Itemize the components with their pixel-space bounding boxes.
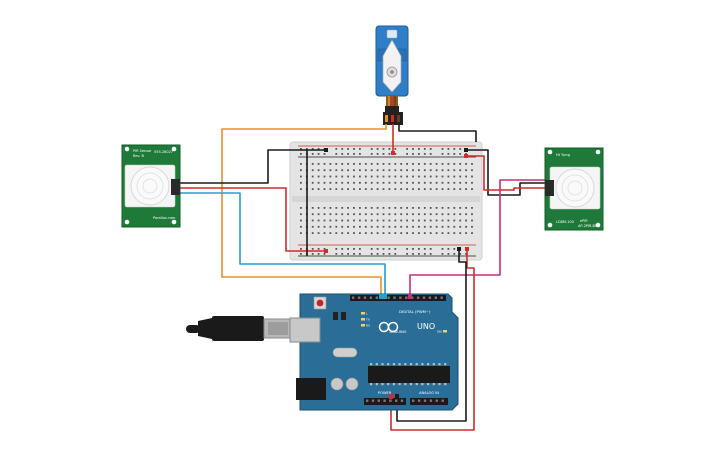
pir-sensor-left[interactable]: PIR Sensor Rev. B 555-28027 Parallax.com: [121, 144, 181, 228]
wire-pir-left-signal[interactable]: [180, 192, 386, 297]
digital-header: [350, 295, 446, 301]
led-rx-label: RX: [366, 324, 370, 328]
servo-horn: [382, 39, 402, 93]
pir-right-label-1: Ht Ypng: [556, 153, 570, 157]
wire-pir-left-power[interactable]: [180, 187, 326, 252]
chip-legs: [370, 363, 447, 386]
wires[interactable]: [180, 124, 545, 431]
analog-header: [410, 398, 448, 405]
wire-servo-ground[interactable]: [398, 124, 477, 142]
servo-motor[interactable]: [375, 25, 409, 114]
wire-pir-right-signal[interactable]: [409, 179, 545, 297]
led-on-label: ON: [437, 330, 442, 334]
pir-left-label-2: Rev. B: [133, 154, 144, 158]
pir-left-label-3: 555-28027: [154, 150, 173, 154]
reset-button[interactable]: [316, 299, 324, 307]
analog-label: ANALOG IN: [419, 391, 439, 395]
led-l-label: L: [366, 312, 368, 316]
usb-cable[interactable]: [186, 316, 293, 341]
digital-label: DIGITAL (PWM~): [399, 309, 431, 314]
uno-label: UNO: [417, 322, 435, 331]
pir-right-label-4: AP-2PIR-BS: [578, 224, 598, 228]
pir-sensor-right[interactable]: Ht Ypng LD8M-100 ePIR AP-2PIR-BS: [544, 147, 604, 231]
arduino-uno[interactable]: ARDUINO UNO DIGITAL (PWM~) POWER ANALOG …: [289, 293, 459, 411]
led-tx-label: TX: [365, 318, 370, 322]
breadboard[interactable]: [289, 141, 483, 261]
header-pins: [352, 296, 444, 402]
wire-pir-right-ground[interactable]: [466, 149, 545, 196]
wire-pir-left-ground[interactable]: [180, 149, 326, 184]
wire-pir-right-power[interactable]: [466, 155, 545, 191]
wire-endpoints: [324, 148, 469, 253]
power-label: POWER: [378, 391, 392, 395]
pir-left-label-4: Parallax.com: [153, 216, 176, 220]
arduino-wordmark: ARDUINO: [390, 330, 407, 334]
pir-right-label-3: ePIR: [580, 219, 588, 223]
pir-left-label-1: PIR Sensor: [133, 149, 152, 153]
microcontroller-chip: [368, 366, 450, 383]
wire-servo-signal[interactable]: [221, 124, 387, 297]
wire-arduino-gnd[interactable]: [396, 249, 467, 422]
wire-arduino-5v[interactable]: [390, 249, 475, 431]
pir-right-label-2: LD8M-100: [556, 220, 574, 224]
